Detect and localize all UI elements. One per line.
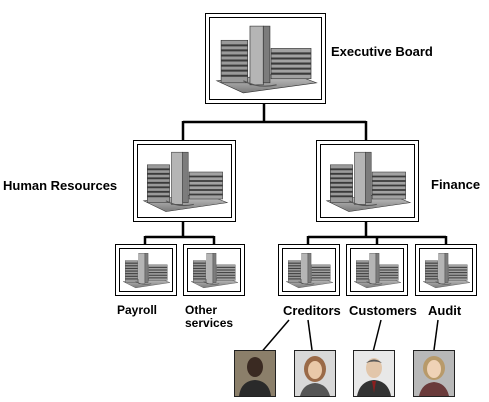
label-executive-board: Executive Board: [331, 44, 433, 59]
node-payroll: [115, 244, 177, 296]
person-photo-4: [413, 350, 455, 397]
node-human-resources: [133, 140, 236, 222]
person-photo-icon: [295, 351, 335, 396]
label-audit: Audit: [428, 303, 462, 318]
edge-human-resources-to-children: [143, 221, 216, 245]
person-photo-icon: [354, 351, 394, 396]
label-human-resources: Human Resources: [3, 178, 118, 193]
node-customers: [346, 244, 408, 296]
label-customers: Customers: [349, 303, 417, 318]
node-other-services: [183, 244, 245, 296]
label-creditors: Creditors: [283, 303, 341, 318]
edge-finance-to-children: [306, 221, 448, 245]
person-photo-1: [234, 350, 276, 397]
person-photo-icon: [235, 351, 275, 396]
node-audit: [415, 244, 477, 296]
label-finance: Finance: [431, 177, 481, 192]
person-photo-icon: [414, 351, 454, 396]
person-photo-3: [353, 350, 395, 397]
edge-executive-board-to-children: [181, 103, 368, 141]
person-photo-2: [294, 350, 336, 397]
node-executive-board: [205, 13, 326, 104]
node-creditors: [278, 244, 340, 296]
label-payroll: Payroll: [117, 303, 158, 317]
node-finance: [316, 140, 419, 222]
label-other-services: Other services: [185, 303, 234, 330]
